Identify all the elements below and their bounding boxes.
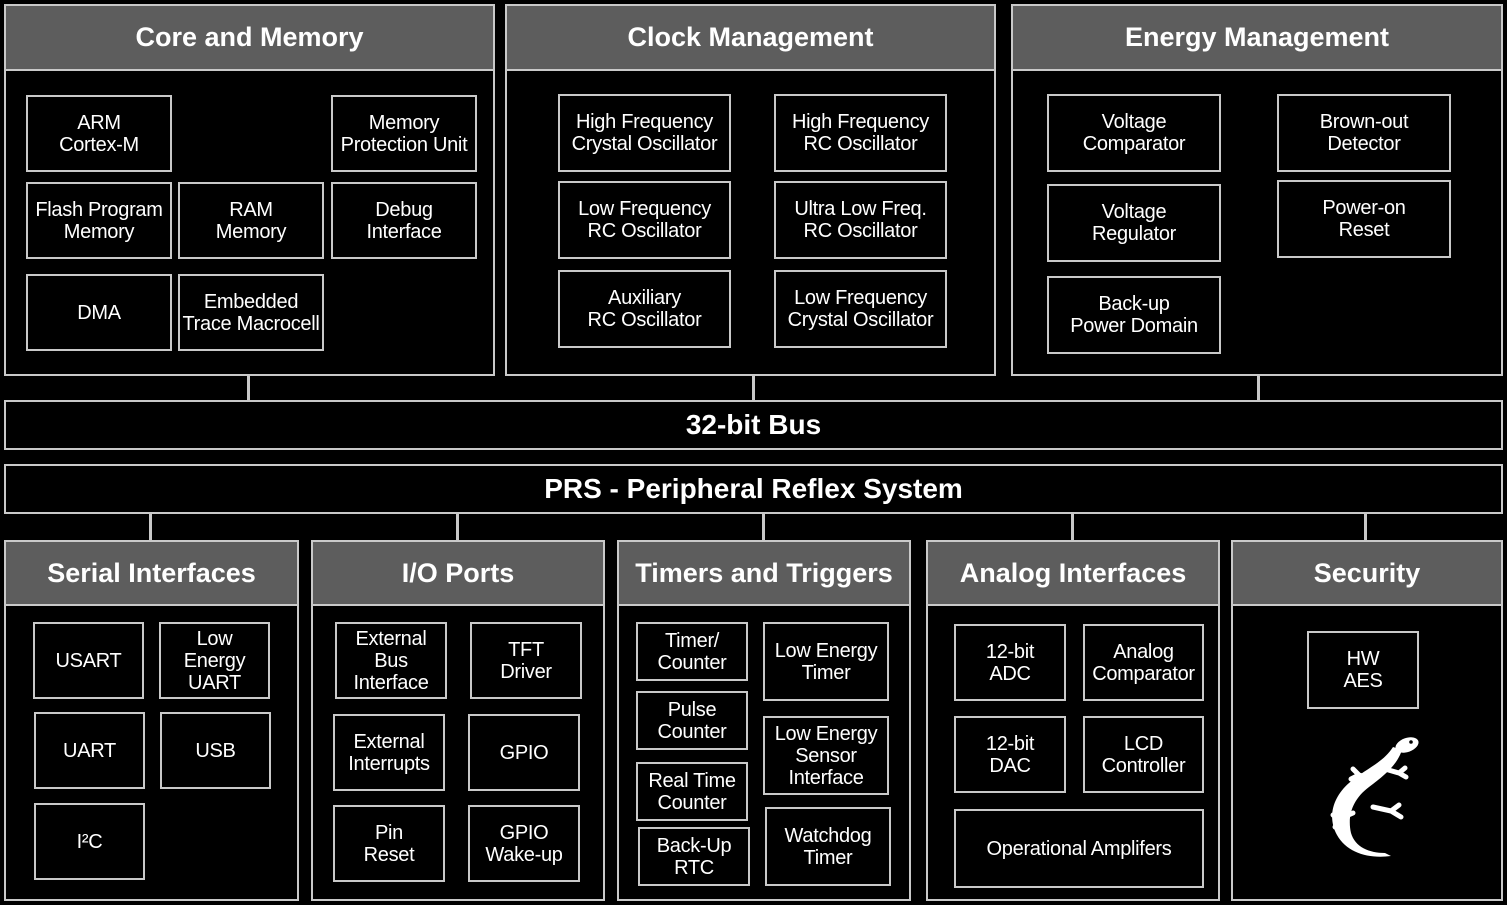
io-ports-title: I/O Ports [313,542,603,606]
voltage-regulator-block: Voltage Regulator [1047,184,1221,262]
clock-management-panel: Clock Management High Frequency Crystal … [505,4,996,376]
serial-interfaces-title: Serial Interfaces [6,542,297,606]
gpio-block: GPIO [468,714,580,791]
security-panel: Security HW AES [1231,540,1503,901]
io-ports-panel: I/O Ports External Bus Interface TFT Dri… [311,540,605,901]
analog-interfaces-panel: Analog Interfaces 12-bit ADC Analog Comp… [926,540,1220,901]
voltage-comparator-block: Voltage Comparator [1047,94,1221,172]
clock-management-title: Clock Management [507,6,994,71]
dac-12bit-block: 12-bit DAC [954,716,1066,793]
power-on-reset-block: Power-on Reset [1277,180,1451,258]
analog-comparator-block: Analog Comparator [1083,624,1204,701]
timer-counter-block: Timer/ Counter [636,622,748,681]
embedded-trace-macrocell-block: Embedded Trace Macrocell [178,274,324,351]
brown-out-detector-block: Brown-out Detector [1277,94,1451,172]
connector-security-prs [1364,514,1367,540]
core-and-memory-panel: Core and Memory ARM Cortex-M Memory Prot… [4,4,495,376]
dma-block: DMA [26,274,172,351]
energy-management-title: Energy Management [1013,6,1501,71]
security-title: Security [1233,542,1501,606]
prs-bus: PRS - Peripheral Reflex System [4,464,1503,514]
i2c-block: I²C [34,803,145,880]
lf-rc-oscillator-block: Low Frequency RC Oscillator [558,181,731,259]
serial-interfaces-panel: Serial Interfaces USART Low Energy UART … [4,540,299,901]
timers-and-triggers-title: Timers and Triggers [619,542,909,606]
analog-interfaces-title: Analog Interfaces [928,542,1218,606]
adc-12bit-block: 12-bit ADC [954,624,1066,701]
hf-rc-oscillator-block: High Frequency RC Oscillator [774,94,947,172]
energy-management-panel: Energy Management Voltage Comparator Bro… [1011,4,1503,376]
core-and-memory-title: Core and Memory [6,6,493,71]
pin-reset-block: Pin Reset [333,805,445,882]
connector-core-bus [247,376,250,400]
flash-program-memory-block: Flash Program Memory [26,182,172,259]
pulse-counter-block: Pulse Counter [636,691,748,750]
le-sensor-interface-block: Low Energy Sensor Interface [763,716,889,795]
connector-analog-prs [1071,514,1074,540]
debug-interface-block: Debug Interface [331,182,477,259]
external-bus-interface-block: External Bus Interface [335,622,447,699]
external-interrupts-block: External Interrupts [333,714,445,791]
hw-aes-block: HW AES [1307,631,1419,709]
connector-serial-prs [149,514,152,540]
usb-block: USB [160,712,271,789]
lf-crystal-oscillator-block: Low Frequency Crystal Oscillator [774,270,947,348]
auxiliary-rc-oscillator-block: Auxiliary RC Oscillator [558,270,731,348]
ulf-rc-oscillator-block: Ultra Low Freq. RC Oscillator [774,181,947,259]
32-bit-bus: 32-bit Bus [4,400,1503,450]
watchdog-timer-block: Watchdog Timer [765,807,891,886]
connector-energy-bus [1257,376,1260,400]
tft-driver-block: TFT Driver [470,622,582,699]
connector-clock-bus [752,376,755,400]
arm-cortex-m-block: ARM Cortex-M [26,95,172,172]
real-time-counter-block: Real Time Counter [636,762,748,821]
connector-timers-prs [762,514,765,540]
ram-memory-block: RAM Memory [178,182,324,259]
lcd-controller-block: LCD Controller [1083,716,1204,793]
backup-rtc-block: Back-Up RTC [638,827,750,886]
timers-and-triggers-panel: Timers and Triggers Timer/ Counter Low E… [617,540,911,901]
connector-io-prs [456,514,459,540]
le-uart-block: Low Energy UART [159,622,270,699]
hf-crystal-oscillator-block: High Frequency Crystal Oscillator [558,94,731,172]
usart-block: USART [33,622,144,699]
memory-protection-unit-block: Memory Protection Unit [331,95,477,172]
gpio-wakeup-block: GPIO Wake-up [468,805,580,882]
operational-amplifiers-block: Operational Amplifers [954,809,1204,888]
uart-block: UART [34,712,145,789]
backup-power-domain-block: Back-up Power Domain [1047,276,1221,354]
gecko-logo-icon [1330,737,1419,857]
le-timer-block: Low Energy Timer [763,622,889,701]
